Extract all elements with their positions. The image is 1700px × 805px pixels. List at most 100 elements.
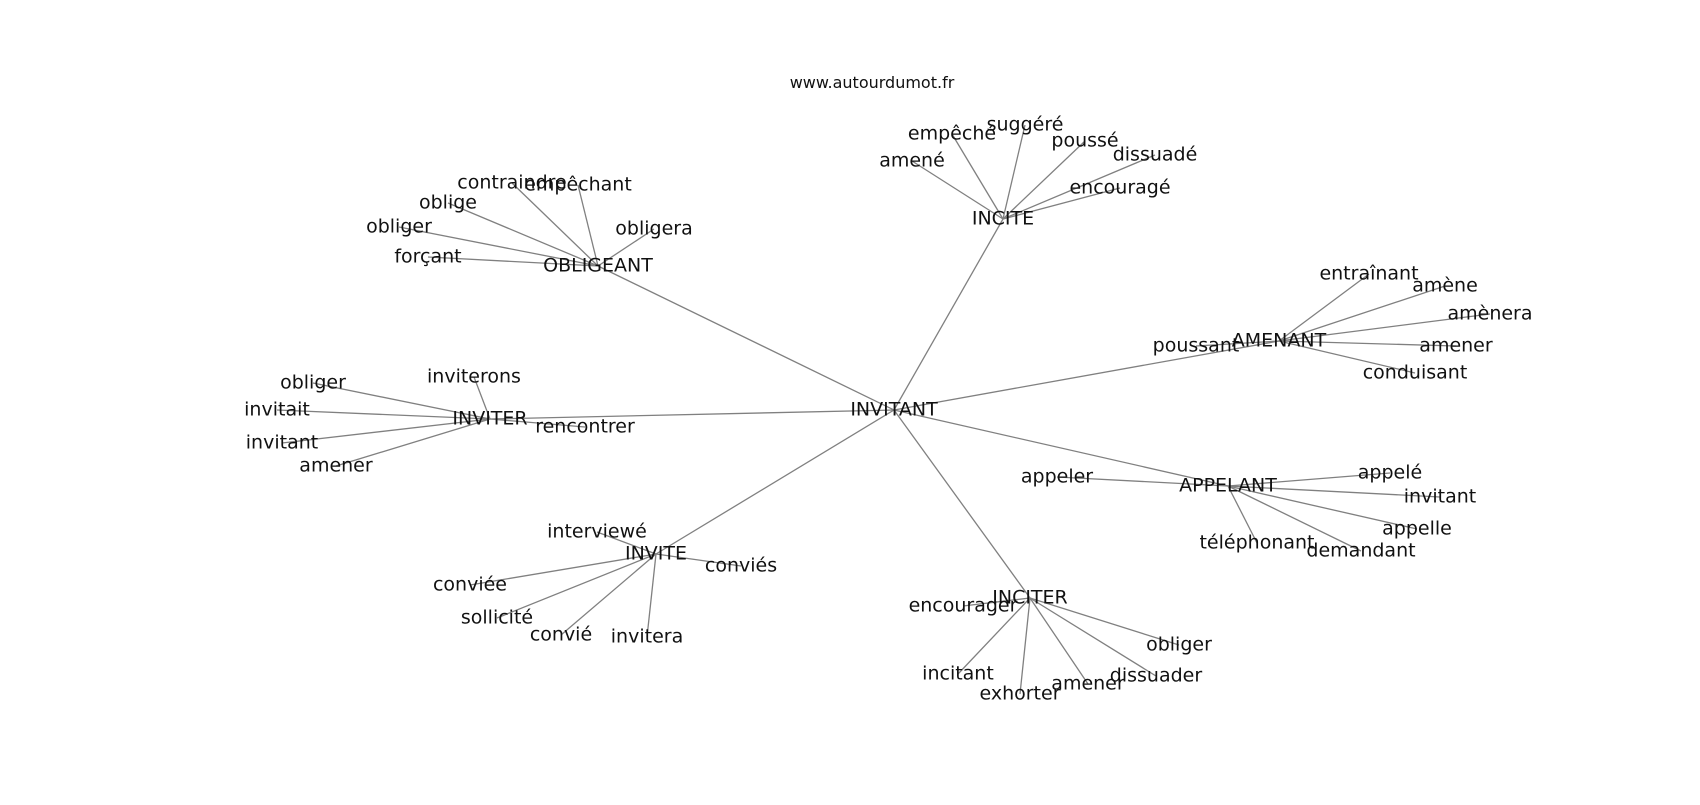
leaf-node-label: invitera bbox=[611, 626, 683, 648]
leaf-node-label: appeler bbox=[1021, 466, 1093, 488]
leaf-node-label: obligera bbox=[615, 218, 692, 240]
leaf-node-label: appelle bbox=[1382, 518, 1452, 540]
edge-hub-leaf bbox=[1019, 597, 1031, 695]
edge-hub-leaf bbox=[312, 382, 491, 420]
edge-hub-leaf bbox=[560, 553, 657, 636]
leaf-node-label: appelé bbox=[1358, 462, 1422, 484]
edge-hub-leaf bbox=[1227, 485, 1362, 552]
leaf-node-label: exhorter bbox=[979, 683, 1060, 705]
edge-hub-leaf bbox=[427, 256, 599, 267]
labels-layer: www.autourdumot.fr INVITANT OBLIGEANT con… bbox=[244, 73, 1532, 705]
leaf-node-label: inviterons bbox=[427, 366, 521, 388]
leaf-node-label: amènera bbox=[1447, 303, 1532, 325]
edge-hub-leaf bbox=[1227, 472, 1391, 487]
leaf-node-label: rencontrer bbox=[535, 416, 635, 438]
leaf-node-label: poussé bbox=[1051, 130, 1118, 152]
edge-center-hub bbox=[893, 409, 1031, 599]
edge-hub-leaf bbox=[1278, 340, 1416, 374]
leaf-node-label: invitait bbox=[244, 399, 310, 421]
leaf-node-label: conduisant bbox=[1363, 362, 1468, 384]
edges-layer bbox=[276, 124, 1491, 695]
edge-hub-leaf bbox=[1029, 597, 1157, 677]
edge-hub-leaf bbox=[1002, 140, 1086, 220]
edge-hub-leaf bbox=[577, 184, 599, 267]
edge-hub-leaf bbox=[1278, 340, 1457, 347]
leaf-node-label: dissuadé bbox=[1113, 144, 1198, 166]
edge-hub-leaf bbox=[511, 182, 599, 267]
leaf-node-label: amener bbox=[1051, 673, 1125, 695]
edge-hub-leaf bbox=[911, 160, 1004, 220]
leaf-node-label: contraindre bbox=[457, 172, 566, 194]
leaf-node-label: téléphonant bbox=[1199, 532, 1314, 554]
leaf-node-label: conviés bbox=[705, 555, 777, 577]
leaf-node-label: interviewé bbox=[547, 521, 647, 543]
leaf-node-label: obliger bbox=[366, 216, 432, 238]
leaf-node-label: dissuader bbox=[1110, 665, 1203, 687]
edge-hub-leaf bbox=[281, 418, 491, 444]
edge-hub-leaf bbox=[655, 553, 742, 567]
leaf-node-label: empêché bbox=[908, 123, 996, 145]
hub-node-label: INVITE bbox=[625, 543, 687, 565]
hub-node-label: INCITER bbox=[992, 587, 1068, 609]
hub-node-label: AMENANT bbox=[1232, 330, 1327, 352]
edge-hub-leaf bbox=[398, 226, 599, 267]
edge-hub-leaf bbox=[1029, 597, 1089, 685]
leaf-node-label: sollicité bbox=[461, 607, 533, 629]
edge-hub-leaf bbox=[1227, 485, 1441, 498]
edge-hub-leaf bbox=[1195, 340, 1280, 347]
edge-hub-leaf bbox=[447, 202, 599, 267]
edge-hub-leaf bbox=[596, 531, 657, 555]
edge-hub-leaf bbox=[962, 597, 1031, 607]
edge-hub-leaf bbox=[276, 409, 491, 420]
edge-center-hub bbox=[489, 409, 895, 420]
edge-hub-leaf bbox=[1002, 124, 1026, 220]
edge-hub-leaf bbox=[1002, 154, 1156, 220]
leaf-node-label: empêchant bbox=[524, 174, 632, 196]
leaf-node-label: amène bbox=[1412, 275, 1478, 297]
edge-hub-leaf bbox=[1227, 485, 1418, 530]
leaf-node-label: suggéré bbox=[987, 114, 1064, 136]
edge-hub-leaf bbox=[1002, 187, 1121, 220]
edge-hub-leaf bbox=[1227, 485, 1258, 544]
edge-center-hub bbox=[597, 265, 895, 411]
leaf-node-label: incitant bbox=[922, 663, 994, 685]
site-label: www.autourdumot.fr bbox=[790, 73, 955, 92]
edge-hub-leaf bbox=[496, 553, 657, 619]
leaf-node-label: encourager bbox=[909, 595, 1018, 617]
hub-node-label: INCITE bbox=[972, 208, 1034, 230]
edge-center-hub bbox=[655, 409, 895, 555]
edge-hub-leaf bbox=[951, 133, 1004, 220]
hub-node-label: APPELANT bbox=[1179, 475, 1277, 497]
edge-hub-leaf bbox=[489, 418, 586, 428]
leaf-node-label: invitant bbox=[246, 432, 318, 454]
edge-center-hub bbox=[893, 340, 1280, 411]
hub-node-label: INVITER bbox=[452, 408, 527, 430]
leaf-node-label: amener bbox=[299, 455, 373, 477]
hub-node-label: OBLIGEANT bbox=[543, 255, 653, 277]
leaf-node-label: forçant bbox=[394, 246, 461, 268]
leaf-node-label: obliger bbox=[280, 372, 346, 394]
leaf-node-label: demandant bbox=[1306, 540, 1415, 562]
leaf-node-label: amener bbox=[1419, 335, 1493, 357]
edge-hub-leaf bbox=[597, 228, 655, 267]
edge-hub-leaf bbox=[646, 553, 657, 638]
edge-hub-leaf bbox=[957, 597, 1031, 675]
leaf-node-label: encouragé bbox=[1069, 177, 1170, 199]
leaf-node-label: amené bbox=[879, 150, 945, 172]
edge-center-hub bbox=[893, 218, 1004, 411]
edge-hub-leaf bbox=[1278, 273, 1370, 342]
edge-hub-leaf bbox=[1278, 285, 1446, 342]
edge-center-hub bbox=[893, 409, 1229, 487]
edge-hub-leaf bbox=[1278, 313, 1491, 342]
edge-hub-leaf bbox=[1056, 476, 1229, 487]
edge-hub-leaf bbox=[469, 553, 657, 586]
leaf-node-label: conviée bbox=[433, 574, 507, 596]
leaf-node-label: convié bbox=[530, 624, 592, 646]
leaf-node-label: poussant bbox=[1153, 335, 1240, 357]
leaf-node-label: obliger bbox=[1146, 634, 1212, 656]
edge-hub-leaf bbox=[1029, 597, 1180, 646]
center-node-label: INVITANT bbox=[850, 399, 938, 421]
leaf-node-label: oblige bbox=[419, 192, 477, 214]
